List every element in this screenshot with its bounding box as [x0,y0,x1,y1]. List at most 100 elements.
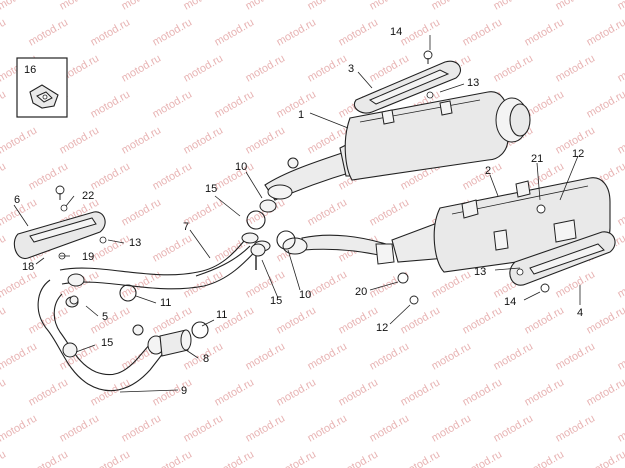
watermark-text: motod.ru [523,448,567,468]
watermark-text: motod.ru [0,160,8,192]
heat-shield-lower [509,231,616,293]
watermark-text: motod.ru [399,16,443,48]
watermark-text: motod.ru [182,124,226,156]
watermark-text: motod.ru [616,196,625,228]
watermark-text: motod.ru [585,16,625,48]
watermark-text: motod.ru [585,448,625,468]
watermark-text: motod.ru [120,124,164,156]
watermark-text: motod.ru [151,88,195,120]
watermark-text: motod.ru [554,268,598,300]
watermark-text: motod.ru [306,52,350,84]
callout-15-lower: 15 [270,295,282,307]
callout-labels: 1 2 3 4 5 6 7 8 9 10 10 11 11 12 12 13 1… [14,26,584,397]
watermark-text: motod.ru [461,376,505,408]
inset-label: 16 [24,64,36,76]
callout-12-lower: 12 [376,322,388,334]
watermark-text: motod.ru [337,448,381,468]
watermark-text: motod.ru [523,16,567,48]
watermark-text: motod.ru [461,16,505,48]
callout-11-right: 11 [216,309,227,321]
callout-14-upper: 14 [390,26,402,38]
watermark-text: motod.ru [430,412,474,444]
watermark-text: motod.ru [492,0,536,13]
watermark-text: motod.ru [0,376,8,408]
watermark-text: motod.ru [306,196,350,228]
watermark-text: motod.ru [554,340,598,372]
watermark-text: motod.ru [0,412,39,444]
watermark-text: motod.ru [0,340,39,372]
callout-10-upper: 10 [235,161,247,173]
watermark-text: motod.ru [337,376,381,408]
watermark-text: motod.ru [120,52,164,84]
watermark-text: motod.ru [0,124,39,156]
callout-2: 2 [485,165,491,177]
callout-15-upper: 15 [205,183,217,195]
watermark-text: motod.ru [554,52,598,84]
callout-22: 22 [82,190,94,202]
watermark-text: motod.ru [275,16,319,48]
watermark-text: motod.ru [0,304,8,336]
watermark-text: motod.ru [151,232,195,264]
watermark-text: motod.ru [399,448,443,468]
watermark-text: motod.ru [430,268,474,300]
watermark-text: motod.ru [523,376,567,408]
callout-13-left: 13 [129,237,141,249]
watermark-text: motod.ru [275,448,319,468]
watermark-text: motod.ru [492,340,536,372]
watermark-text: motod.ru [523,304,567,336]
watermark-text: motod.ru [89,16,133,48]
watermark-text: motod.ru [585,88,625,120]
callout-13-lower: 13 [474,266,486,278]
callout-9: 9 [181,385,187,397]
watermark-text: motod.ru [306,0,350,13]
watermark-text: motod.ru [27,16,71,48]
watermark-text: motod.ru [368,412,412,444]
watermark-text: motod.ru [430,0,474,13]
watermark-text: motod.ru [120,196,164,228]
watermark-text: motod.ru [89,232,133,264]
watermark-text: motod.ru [182,52,226,84]
watermark-text: motod.ru [585,376,625,408]
watermark-text: motod.ru [585,304,625,336]
hardware [58,199,546,305]
watermark-text: motod.ru [151,16,195,48]
watermark-text: motod.ru [213,376,257,408]
watermark-text: motod.ru [213,16,257,48]
watermark-text: motod.ru [58,124,102,156]
watermark-text: motod.ru [89,448,133,468]
watermark-text: motod.ru [616,124,625,156]
callout-1: 1 [298,109,304,121]
watermark-text: motod.ru [337,304,381,336]
watermark-text: motod.ru [492,52,536,84]
watermark-text: motod.ru [27,448,71,468]
heat-shield-left [13,185,106,259]
watermark-text: motod.ru [213,88,257,120]
callout-19: 19 [82,251,94,263]
watermark-text: motod.ru [244,340,288,372]
watermark-text: motod.ru [244,412,288,444]
watermark-text: motod.ru [306,412,350,444]
callout-13-upper: 13 [467,77,479,89]
watermark-text: motod.ru [89,88,133,120]
watermark-text: motod.ru [337,16,381,48]
inset-box-16: 16 [16,57,68,118]
watermark-text: motod.ru [461,448,505,468]
watermark-text: motod.ru [27,376,71,408]
watermark-text: motod.ru [0,268,39,300]
muffler-upper [264,91,531,201]
watermark-text: motod.ru [151,376,195,408]
watermark-text: motod.ru [461,160,505,192]
watermark-text: motod.ru [616,268,625,300]
watermark-text: motod.ru [554,0,598,13]
watermark-text: motod.ru [213,448,257,468]
watermark-text: motod.ru [554,412,598,444]
callout-20: 20 [355,286,367,298]
watermark-text: motod.ru [368,340,412,372]
callout-18: 18 [22,261,34,273]
watermark-text: motod.ru [151,160,195,192]
leader-lines [13,35,581,393]
watermark-text: motod.ru [0,88,8,120]
callout-11-left: 11 [160,297,171,309]
watermark-text: motod.ru [275,304,319,336]
watermark-text: motod.ru [0,448,8,468]
